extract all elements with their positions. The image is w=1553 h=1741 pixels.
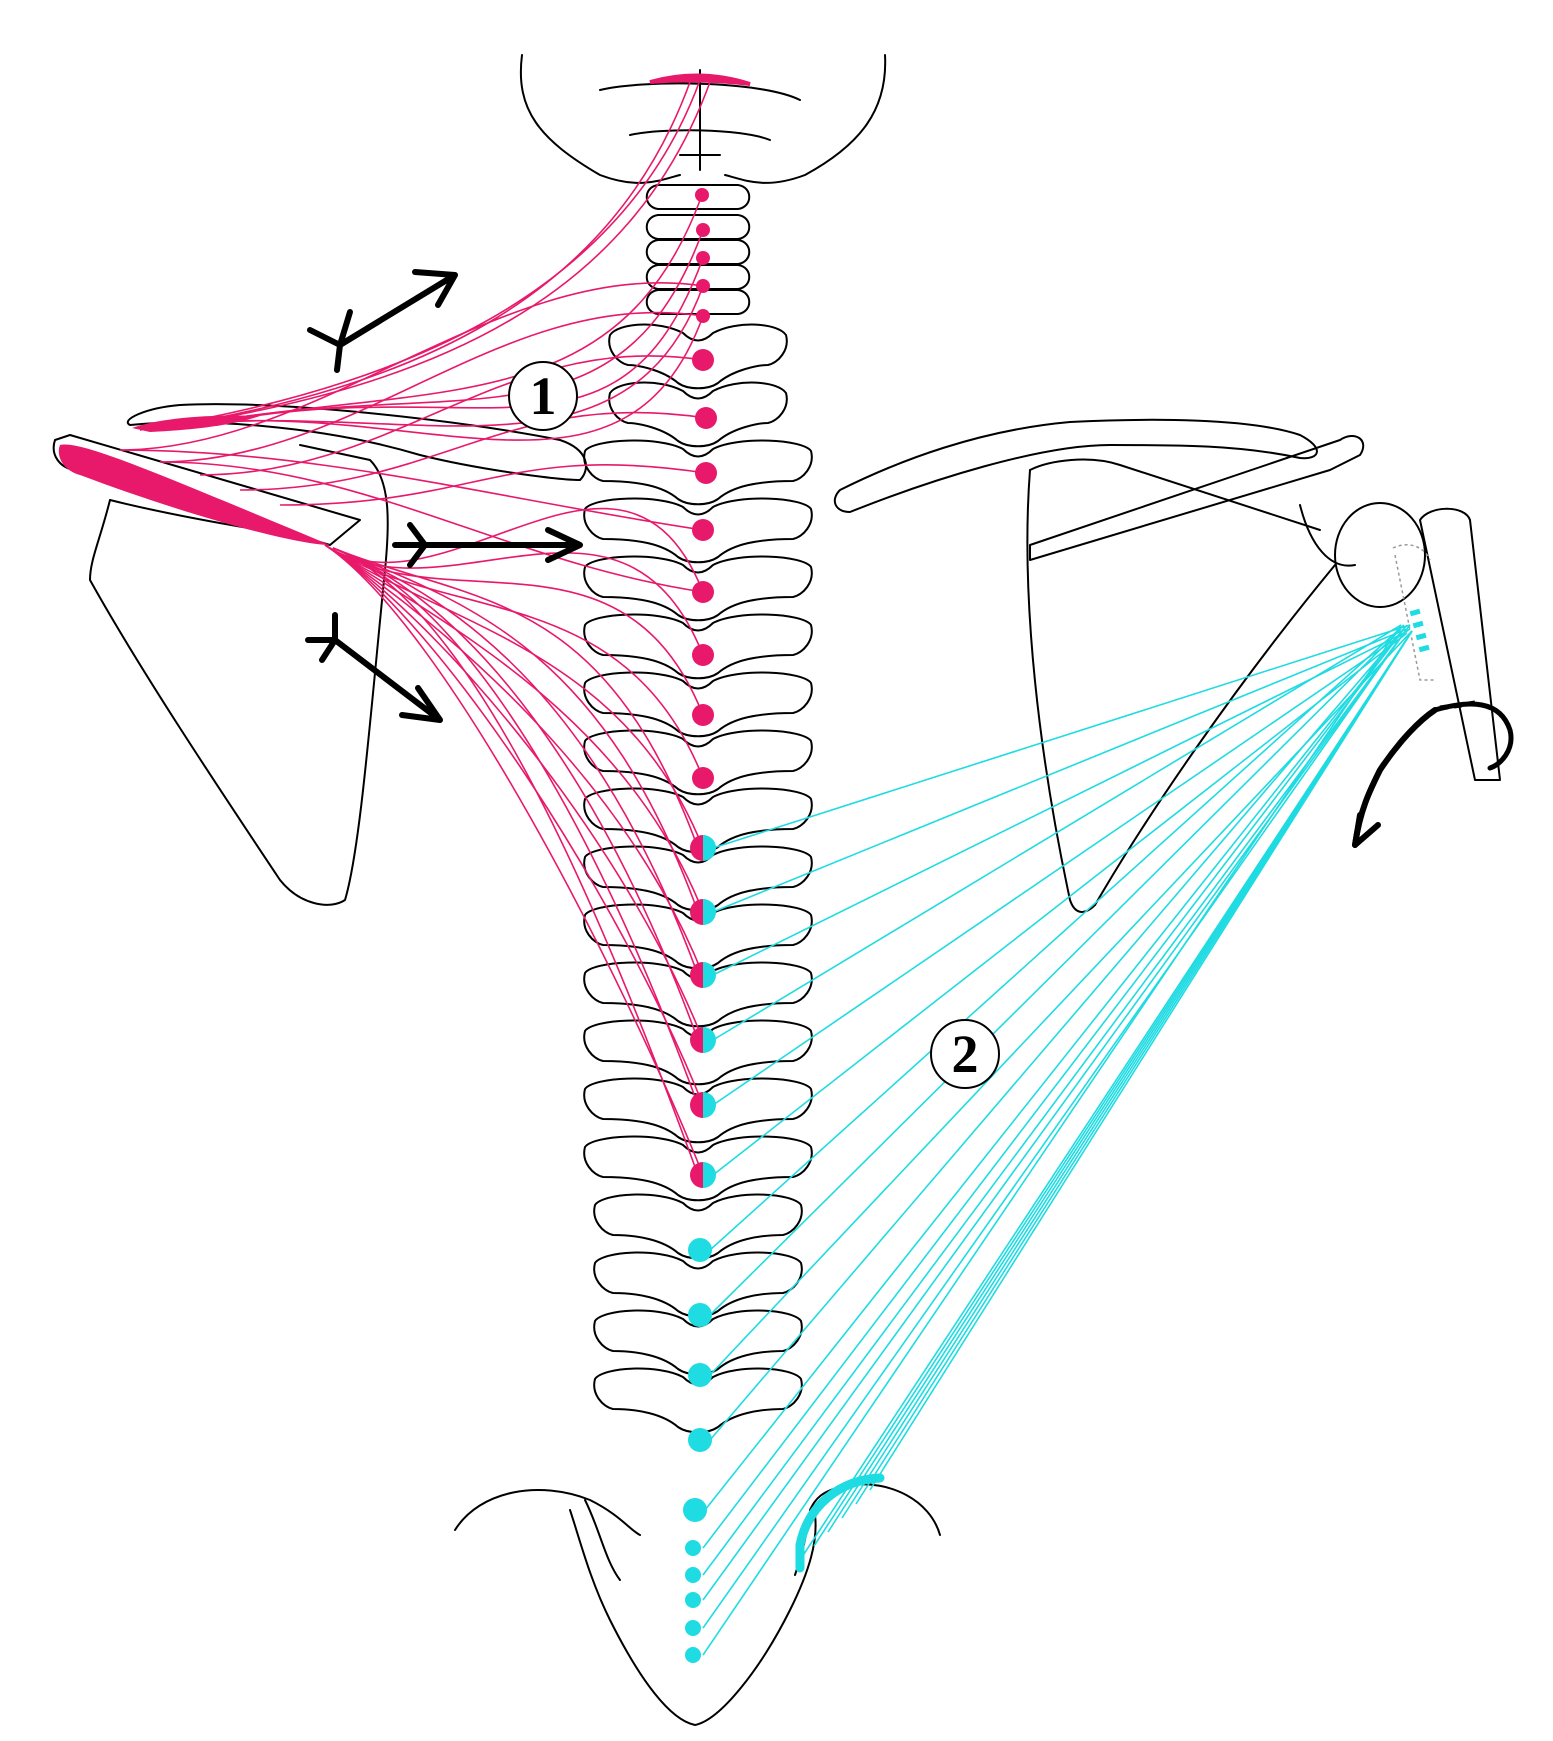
muscle-1-origin-point (692, 767, 714, 789)
muscle-2-origin-point (688, 1428, 712, 1452)
muscle-2-origin-point (688, 1303, 712, 1327)
vertebra (593, 1367, 803, 1434)
cervical-vertebra (645, 289, 751, 315)
muscle-1-origin-point (696, 223, 710, 237)
svg-text:2: 2 (952, 1024, 979, 1084)
shared-origin-point (690, 1092, 716, 1118)
muscle-2-origin-point (688, 1238, 712, 1262)
muscle-1-origin-point (696, 279, 710, 293)
muscle-1-origin-point (696, 309, 710, 323)
left-scapula (52, 403, 587, 906)
arrow-icon (305, 612, 443, 723)
svg-text:1: 1 (530, 366, 557, 426)
vertebra (593, 1309, 803, 1376)
muscle-2-origin-point (685, 1567, 701, 1583)
muscle-2-fibers (702, 624, 1413, 1656)
humerus-attachment (1409, 608, 1430, 653)
muscle-2-label: 2 (930, 1019, 1000, 1089)
iliac-crest-attachment (795, 1473, 885, 1573)
sacrum (454, 1473, 941, 1726)
muscle-1-origin-point (695, 407, 717, 429)
muscle-1-origin-point (692, 704, 714, 726)
humeral-head (1334, 502, 1426, 608)
vertebra (583, 729, 813, 796)
muscle-1-origin-point (696, 251, 710, 265)
muscle-1-origin-point (692, 349, 714, 371)
skull-base (519, 54, 887, 184)
muscle-2-origin-point (685, 1620, 701, 1636)
acromion-spine-attachment (58, 444, 330, 545)
shared-origin-point (690, 1162, 716, 1188)
occipital-attachment (649, 73, 751, 86)
vertebra (583, 961, 813, 1028)
shared-origin-point (690, 1027, 716, 1053)
muscle-2-origin-point (683, 1498, 707, 1522)
muscle-1-fibers (119, 79, 711, 1176)
arrow-icon (392, 522, 583, 568)
vertebra (583, 845, 813, 912)
muscle-2-origin-point (685, 1540, 701, 1556)
vertebra (593, 1193, 803, 1260)
muscle-1-label: 1 (508, 361, 578, 431)
muscle-1-origin-point (692, 519, 714, 541)
shared-origin-point (690, 962, 716, 988)
muscle-1-origin-point (692, 644, 714, 666)
shared-origin-point (690, 899, 716, 925)
spinous-process-attachments (683, 188, 717, 1663)
bicipital-groove (1394, 554, 1435, 681)
muscle-1-origin-point (695, 188, 709, 202)
shared-origin-point (690, 835, 716, 861)
vertebra (583, 1019, 813, 1086)
muscle-2-origin-point (688, 1363, 712, 1387)
curved-rotation-arrow-icon (1352, 700, 1514, 848)
vertebra (593, 1251, 803, 1318)
cervical-vertebra (645, 184, 751, 210)
muscle-2-origin-point (685, 1592, 701, 1608)
muscle-1-origin-point (692, 581, 714, 603)
muscle-2-origin-point (685, 1647, 701, 1663)
arrow-icon (307, 269, 458, 373)
muscle-1-origin-point (695, 462, 717, 484)
right-scapula (833, 418, 1501, 913)
